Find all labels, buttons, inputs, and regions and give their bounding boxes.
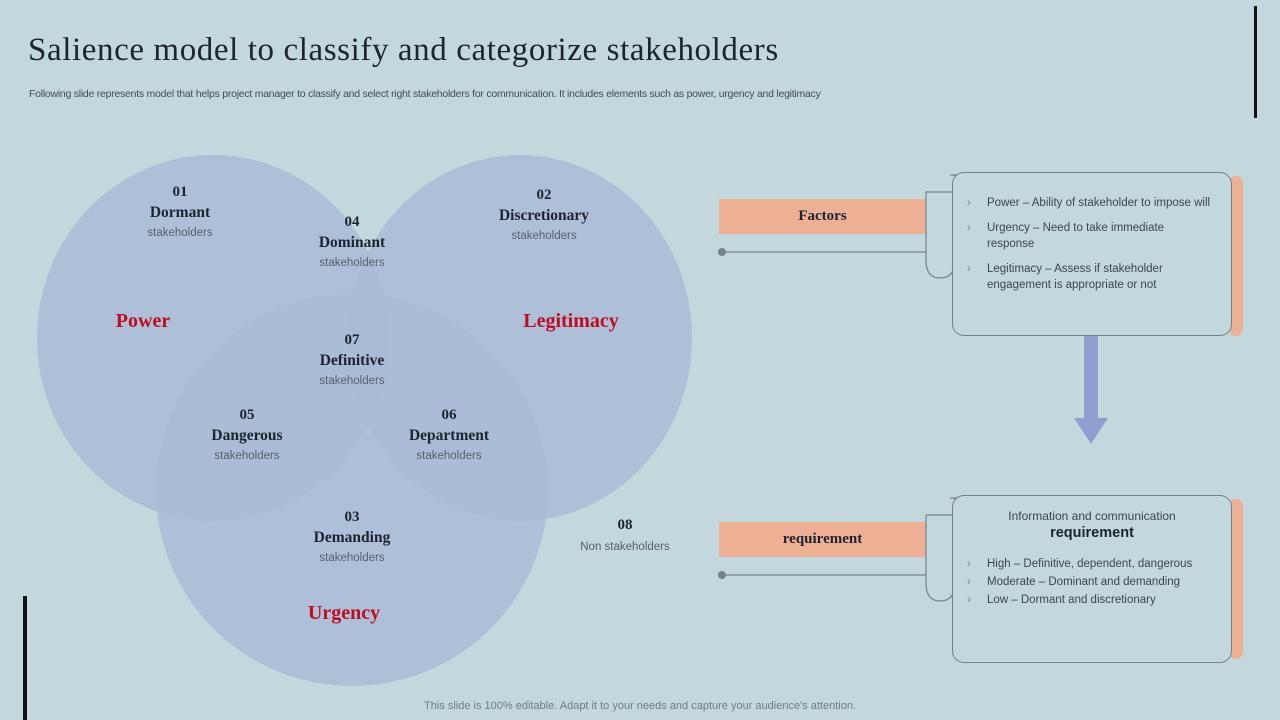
chevron-right-icon: ›	[967, 556, 971, 570]
venn-region-08-sub: Non stakeholders	[580, 541, 670, 553]
tag-requirement[interactable]: requirement	[719, 522, 926, 557]
venn-region-07: 07 Definitive stakeholders	[252, 330, 452, 390]
venn-region-05-name: Dangerous	[211, 427, 283, 444]
venn-region-04-number: 04	[344, 214, 360, 230]
venn-region-04: 04 Dominant stakeholders	[252, 212, 452, 272]
page-title: Salience model to classify and categoriz…	[28, 32, 779, 68]
requirement-bullet-item: › Moderate – Dominant and demanding	[965, 574, 1213, 590]
tag-factors[interactable]: Factors	[719, 199, 926, 234]
venn-region-07-name: Definitive	[319, 352, 385, 369]
venn-region-01: 01 Dormant stakeholders	[80, 182, 280, 242]
venn-region-07-number: 07	[344, 332, 360, 348]
accent-bar-requirement	[1229, 499, 1243, 659]
requirement-bullet-item: › Low – Dormant and discretionary	[965, 592, 1213, 608]
requirement-bullet-text: High – Definitive, dependent, dangerous	[987, 558, 1193, 570]
chevron-right-icon: ›	[967, 195, 971, 209]
factors-bullet-text: Urgency – Need to take immediate respons…	[987, 222, 1165, 250]
factors-bullet-text: Power – Ability of stakeholder to impose…	[987, 197, 1211, 209]
venn-region-02-sub: stakeholders	[511, 230, 577, 242]
decorative-bar-top-right	[1254, 6, 1257, 118]
page-subtitle: Following slide represents model that he…	[29, 88, 821, 100]
venn-set-title-urgency: Urgency	[307, 602, 381, 624]
venn-set-title-power: Power	[115, 310, 171, 332]
venn-region-04-name: Dominant	[318, 234, 386, 251]
venn-region-03-number: 03	[344, 509, 360, 525]
venn-region-03-name: Demanding	[313, 529, 391, 546]
venn-region-05-number: 05	[239, 407, 255, 423]
venn-region-06: 06 Department stakeholders	[349, 405, 549, 465]
venn-region-03-sub: stakeholders	[319, 552, 385, 564]
requirement-bullet-text: Low – Dormant and discretionary	[987, 594, 1156, 606]
venn-region-02-number: 02	[536, 187, 552, 203]
venn-region-07-sub: stakeholders	[319, 375, 385, 387]
venn-region-05-sub: stakeholders	[214, 450, 280, 462]
requirement-bullet-text: Moderate – Dominant and demanding	[987, 576, 1181, 588]
requirement-card-heading: Information and communication requiremen…	[973, 508, 1211, 542]
venn-region-02: 02 Discretionary stakeholders	[444, 185, 644, 245]
connector-dot-left	[718, 571, 726, 579]
requirement-bullet-item: › High – Definitive, dependent, dangerous	[965, 556, 1213, 572]
factors-bullet-list: › Power – Ability of stakeholder to impos…	[965, 195, 1213, 293]
venn-region-06-number: 06	[441, 407, 457, 423]
factors-bullet-item: › Urgency – Need to take immediate respon…	[965, 220, 1213, 252]
chevron-right-icon: ›	[967, 592, 971, 606]
venn-region-08: 08 Non stakeholders	[525, 515, 725, 559]
venn-region-01-number: 01	[172, 184, 188, 200]
requirement-heading-top: Information and communication	[1008, 509, 1176, 523]
venn-region-01-sub: stakeholders	[147, 227, 213, 239]
info-card-requirement: Information and communication requiremen…	[952, 495, 1232, 663]
accent-bar-factors	[1229, 176, 1243, 336]
venn-region-06-sub: stakeholders	[416, 450, 482, 462]
factors-bullet-item: › Power – Ability of stakeholder to impos…	[965, 195, 1213, 211]
requirement-heading-bold: requirement	[1050, 525, 1134, 541]
factors-bullet-text: Legitimacy – Assess if stakeholder engag…	[987, 263, 1163, 291]
requirement-bullet-list: › High – Definitive, dependent, dangerous…	[965, 556, 1213, 608]
venn-diagram: 01 Dormant stakeholders 02 Discretionary…	[0, 140, 720, 700]
venn-set-title-legitimacy: Legitimacy	[523, 310, 619, 332]
decorative-bar-bottom-left	[23, 596, 27, 720]
chevron-right-icon: ›	[967, 574, 971, 588]
venn-region-05: 05 Dangerous stakeholders	[147, 405, 347, 465]
chevron-right-icon: ›	[967, 261, 971, 275]
footer-note: This slide is 100% editable. Adapt it to…	[424, 700, 856, 712]
connector-dot-left	[718, 248, 726, 256]
info-card-factors: › Power – Ability of stakeholder to impos…	[952, 172, 1232, 336]
venn-region-03: 03 Demanding stakeholders	[252, 507, 452, 567]
venn-circles-svg	[37, 155, 692, 686]
factors-bullet-item: › Legitimacy – Assess if stakeholder enga…	[965, 261, 1213, 293]
venn-region-06-name: Department	[408, 427, 490, 444]
venn-circle-urgency	[156, 294, 548, 686]
chevron-right-icon: ›	[967, 220, 971, 234]
venn-region-04-sub: stakeholders	[319, 257, 385, 269]
venn-region-01-name: Dormant	[149, 204, 211, 221]
venn-region-02-name: Discretionary	[498, 207, 590, 224]
down-arrow-icon	[1074, 336, 1108, 444]
venn-region-08-number: 08	[617, 517, 633, 533]
